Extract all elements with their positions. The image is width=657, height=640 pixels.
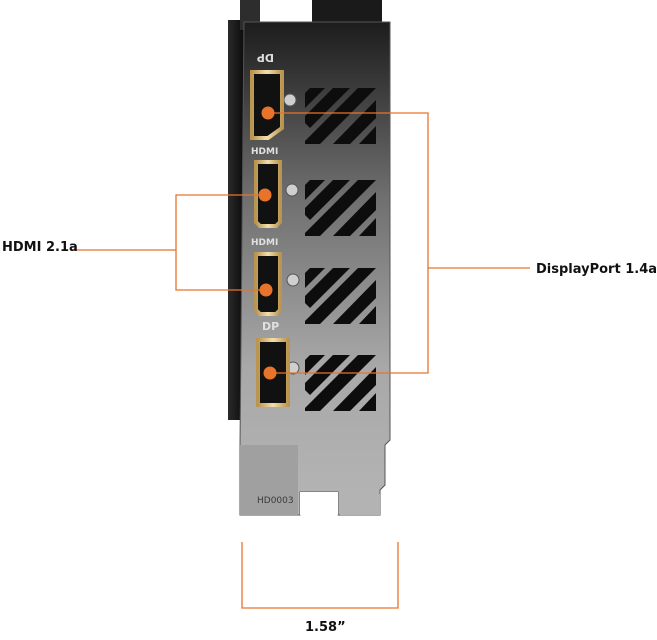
bracket-code: HD0003 <box>257 496 294 506</box>
diagram-stage: DP HDMI HDMI DP HD0003 <box>72 0 530 609</box>
port-dp-top <box>250 70 284 140</box>
card-body <box>228 0 382 420</box>
callout-dots <box>258 106 277 380</box>
displayport-callout-label: DisplayPort 1.4a <box>536 262 657 277</box>
port-label-hdmi-1: HDMI <box>251 147 278 157</box>
width-dimension-label: 1.58” <box>305 620 346 635</box>
callout-lines <box>72 112 530 609</box>
port-label-hdmi-2: HDMI <box>251 238 278 248</box>
port-label-dp-top: DP <box>257 51 274 64</box>
port-label-dp-bottom: DP <box>262 320 279 333</box>
io-bracket-diagram: DP HDMI HDMI DP HD0003 <box>72 0 530 609</box>
hdmi-callout-label: HDMI 2.1a <box>2 240 78 255</box>
bracket-tabs <box>240 445 380 515</box>
vent-slots <box>305 88 376 411</box>
